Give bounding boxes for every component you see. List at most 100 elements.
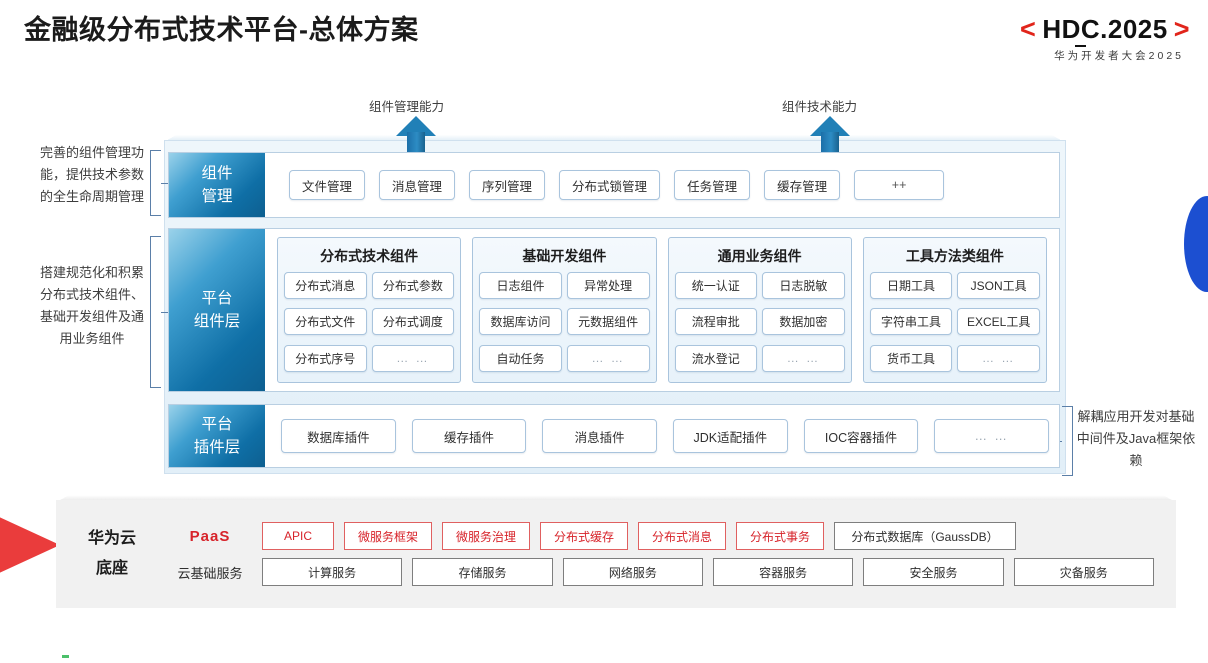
paas-chip-1[interactable]: 微服务框架: [344, 522, 432, 550]
component-chip-0-1[interactable]: 分布式参数: [371, 272, 455, 299]
component-chip-2-4[interactable]: 流水登记: [674, 344, 758, 372]
cloud-chip-1[interactable]: 存储服务: [412, 558, 553, 586]
plugin-chip-0[interactable]: 数据库插件: [281, 419, 396, 453]
component-chip-0-5[interactable]: … …: [371, 344, 455, 372]
base-title-line1: 华为云: [87, 530, 136, 547]
arrow-management-label: 组件管理能力: [369, 100, 445, 114]
paas-chip-gaussdb[interactable]: 分布式数据库（GaussDB）: [834, 522, 1016, 550]
component-chip-1-2[interactable]: 数据库访问: [479, 308, 562, 336]
component-chip-0-4[interactable]: 分布式序号: [284, 344, 367, 372]
component-group-title-0: 分布式技术组件: [320, 248, 419, 264]
component-chip-1-4[interactable]: 自动任务: [479, 344, 562, 372]
base-row-cloud: 云基础服务 计算服务存储服务网络服务容器服务安全服务灾备服务: [168, 558, 1154, 586]
component-chip-3-1[interactable]: JSON工具: [957, 272, 1040, 299]
management-chip-3[interactable]: 分布式锁管理: [559, 170, 661, 200]
component-chip-0-2[interactable]: 分布式文件: [284, 308, 367, 336]
layer-platform-components: 平台 组件层 分布式技术组件分布式消息分布式参数分布式文件分布式调度分布式序号……: [168, 228, 1060, 392]
component-chip-3-4[interactable]: 货币工具: [869, 344, 953, 372]
cloud-services-label: 云基础服务: [177, 565, 243, 581]
component-chip-3-5[interactable]: … …: [957, 344, 1040, 372]
side-note-components: 搭建规范化和积累分布式技术组件、基础开发组件及通用业务组件: [39, 265, 144, 346]
layer-components-label: 平台 组件层: [169, 229, 265, 391]
hdc-logo-subtitle: 华为开发者大会2025: [1054, 50, 1184, 62]
blue-semicircle-decoration: [1184, 196, 1208, 292]
component-chip-2-1[interactable]: 日志脱敏: [762, 272, 845, 299]
component-chip-0-0[interactable]: 分布式消息: [284, 272, 367, 299]
layer-components-groups: 分布式技术组件分布式消息分布式参数分布式文件分布式调度分布式序号… …基础开发组…: [265, 229, 1059, 391]
layer-components-label-line1: 平台: [201, 290, 233, 307]
component-chip-2-0[interactable]: 统一认证: [674, 272, 758, 299]
layer-plugin-label-line2: 插件层: [193, 439, 241, 456]
component-chip-3-2[interactable]: 字符串工具: [869, 308, 953, 336]
component-chip-3-3[interactable]: EXCEL工具: [957, 308, 1040, 336]
chevron-left-icon: <: [1020, 14, 1037, 44]
management-chip-5[interactable]: 缓存管理: [764, 170, 841, 200]
green-marker-decoration: [62, 655, 69, 658]
paas-chip-2[interactable]: 微服务治理: [442, 522, 530, 550]
base-row-paas: PaaS APIC 微服务框架微服务治理分布式缓存分布式消息分布式事务分布式数据库…: [168, 522, 1154, 550]
component-group-grid-1: 日志组件异常处理数据库访问元数据组件自动任务… …: [479, 272, 650, 376]
paas-chip-4[interactable]: 分布式消息: [638, 522, 726, 550]
layer-plugin-items: 数据库插件缓存插件消息插件 JDK适配插件 IOC容器插件 … …: [265, 405, 1059, 467]
management-chip-1[interactable]: 消息管理: [379, 170, 456, 200]
component-chip-1-5[interactable]: … …: [566, 344, 650, 372]
brace-components-icon: [150, 236, 168, 388]
layer-component-management: 组件 管理 文件管理消息管理序列管理分布式锁管理任务管理缓存管理 ++: [168, 152, 1060, 218]
component-chip-1-1[interactable]: 异常处理: [566, 272, 650, 299]
paas-chip-0[interactable]: APIC: [262, 522, 334, 550]
component-chip-0-3[interactable]: 分布式调度: [371, 308, 455, 336]
component-group-title-1: 基础开发组件: [522, 248, 607, 264]
layer-components-label-line2: 组件层: [193, 313, 241, 330]
component-chip-3-0[interactable]: 日期工具: [869, 272, 953, 299]
cloud-chip-0[interactable]: 计算服务: [262, 558, 403, 586]
side-note-management: 完善的组件管理功能，提供技术参数的全生命周期管理: [39, 145, 144, 204]
component-chip-1-0[interactable]: 日志组件: [479, 272, 562, 299]
plugin-chip-2[interactable]: 消息插件: [542, 419, 658, 453]
component-group-1: 基础开发组件日志组件异常处理数据库访问元数据组件自动任务… …: [472, 237, 657, 383]
plugin-chip-4[interactable]: IOC容器插件: [803, 419, 919, 453]
red-wedge-decoration: [0, 499, 60, 591]
layer-management-label: 组件 管理: [169, 153, 265, 217]
base-title-line2: 底座: [95, 560, 128, 577]
component-chip-2-2[interactable]: 流程审批: [674, 308, 758, 336]
layer-management-label-line2: 管理: [201, 188, 233, 205]
paas-chip-5[interactable]: 分布式事务: [736, 522, 824, 550]
cloud-chip-3[interactable]: 容器服务: [712, 558, 854, 586]
management-chip-2[interactable]: 序列管理: [469, 170, 546, 200]
cloud-items: 计算服务存储服务网络服务容器服务安全服务灾备服务: [262, 558, 1154, 586]
huawei-cloud-base-panel: 华为云 底座 PaaS APIC 微服务框架微服务治理分布式缓存分布式消息分布式事…: [56, 500, 1176, 608]
cloud-chip-5[interactable]: 灾备服务: [1013, 558, 1154, 586]
component-group-2: 通用业务组件统一认证日志脱敏流程审批数据加密流水登记… …: [667, 237, 852, 383]
hdc-logo-text: HDC.2025: [1042, 14, 1167, 47]
plugin-chip-3[interactable]: JDK适配插件: [673, 419, 788, 453]
paas-label: PaaS: [189, 527, 231, 545]
layer-management-items: 文件管理消息管理序列管理分布式锁管理任务管理缓存管理 ++: [265, 153, 1059, 217]
component-group-grid-2: 统一认证日志脱敏流程审批数据加密流水登记… …: [674, 272, 845, 376]
plugin-chip-5[interactable]: … …: [934, 419, 1050, 453]
component-chip-1-3[interactable]: 元数据组件: [566, 308, 650, 336]
component-group-0: 分布式技术组件分布式消息分布式参数分布式文件分布式调度分布式序号… …: [277, 237, 462, 383]
arrow-technology-label: 组件技术能力: [782, 100, 858, 114]
component-chip-2-5[interactable]: … …: [762, 344, 845, 372]
base-title: 华为云 底座: [56, 524, 168, 584]
layer-plugin-label-line1: 平台: [201, 416, 233, 433]
plugin-chip-1[interactable]: 缓存插件: [411, 419, 527, 453]
paas-chip-3[interactable]: 分布式缓存: [540, 522, 628, 550]
cloud-chip-2[interactable]: 网络服务: [562, 558, 703, 586]
page-title: 金融级分布式技术平台-总体方案: [24, 15, 419, 45]
side-note-plugin: 解耦应用开发对基础中间件及Java框架依赖: [1076, 409, 1196, 468]
brace-plugin-icon: [1055, 406, 1073, 476]
management-chip-6[interactable]: ++: [854, 170, 945, 200]
component-group-title-3: 工具方法类组件: [905, 248, 1004, 264]
chevron-right-icon: >: [1173, 14, 1190, 44]
layer-plugin-label: 平台 插件层: [169, 405, 265, 467]
management-chip-4[interactable]: 任务管理: [674, 170, 751, 200]
management-chip-0[interactable]: 文件管理: [289, 170, 366, 200]
brace-management-icon: [150, 150, 168, 216]
component-chip-2-3[interactable]: 数据加密: [762, 308, 845, 336]
paas-items: APIC 微服务框架微服务治理分布式缓存分布式消息分布式事务分布式数据库（Gaus…: [262, 522, 1154, 550]
cloud-chip-4[interactable]: 安全服务: [863, 558, 1004, 586]
